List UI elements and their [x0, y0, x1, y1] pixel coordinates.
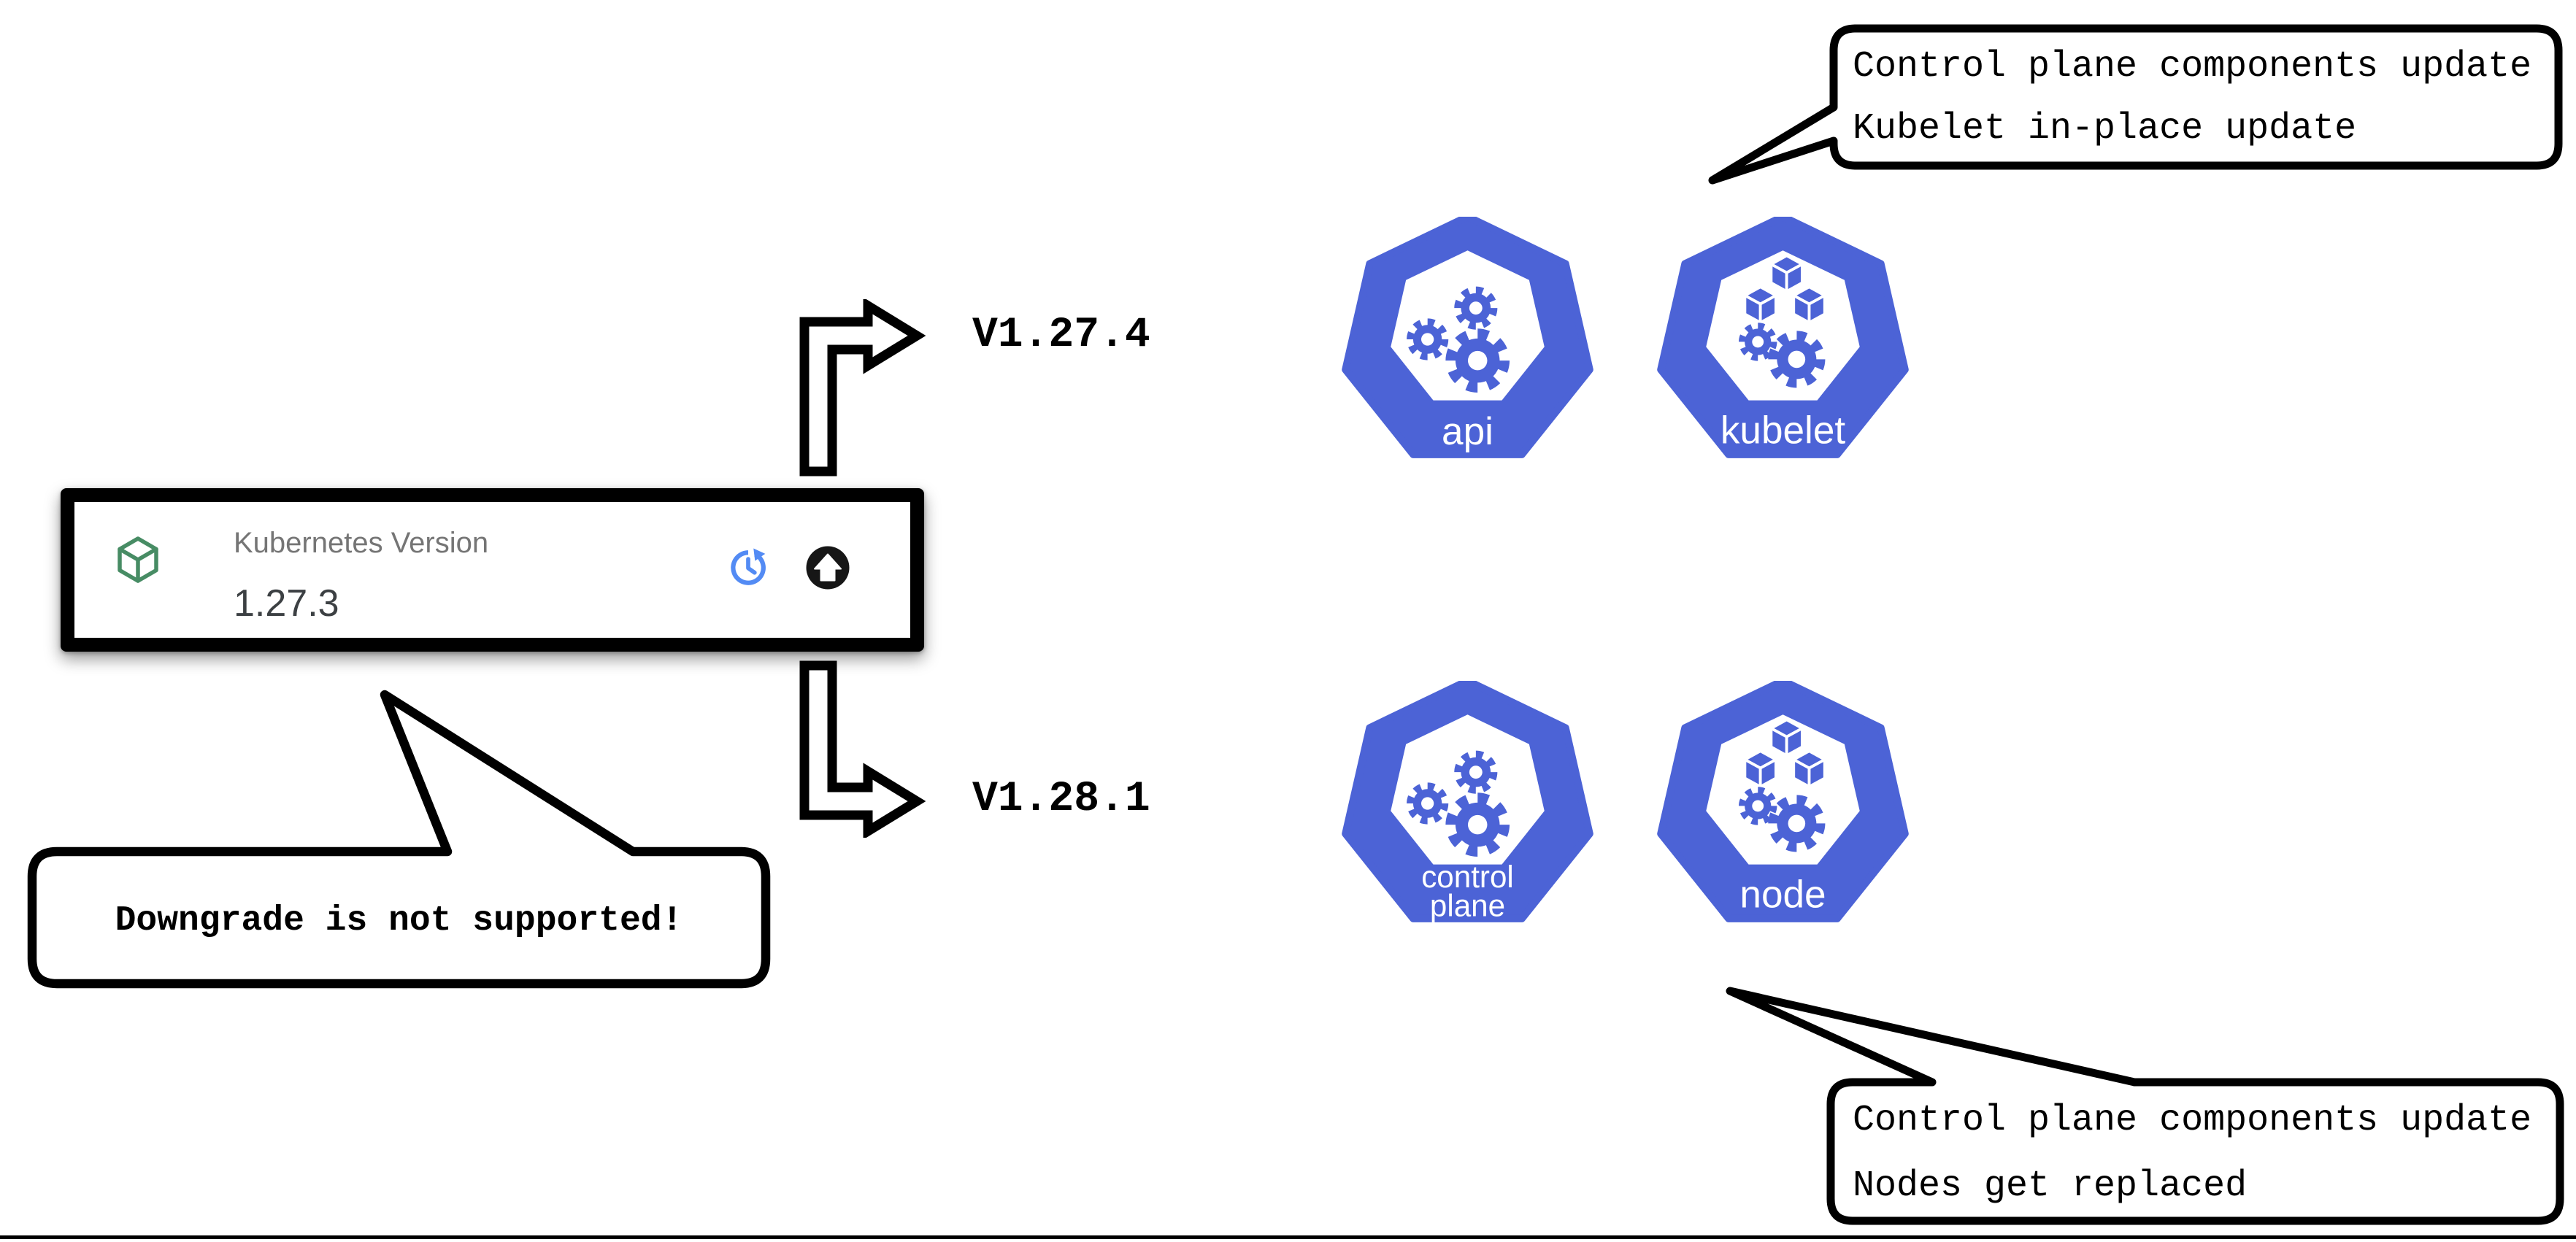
callout-bubble-inplace-update: [1708, 24, 2563, 185]
bottom-border-line: [0, 1235, 2576, 1239]
k8s-node-icon: node: [1657, 681, 1909, 926]
k8s-kubelet-icon: kubelet: [1657, 217, 1909, 462]
upgrade-available-icon[interactable]: [728, 547, 769, 588]
kubernetes-version-card: Kubernetes Version 1.27.3: [61, 488, 924, 652]
callout-bottom-line2: Nodes get replaced: [1853, 1165, 2248, 1207]
callout-bubble-nodes-replaced: [1726, 987, 2564, 1225]
version-card-value: 1.27.3: [234, 582, 339, 625]
control-plane-icon-label-line1: control: [1421, 860, 1514, 894]
version-card-label: Kubernetes Version: [234, 527, 489, 559]
patch-version-label: V1.27.4: [972, 312, 1150, 359]
node-icon-label: node: [1739, 873, 1826, 916]
downgrade-warning-text: Downgrade is not supported!: [115, 901, 683, 941]
callout-top-line1: Control plane components update: [1853, 46, 2532, 88]
k8s-control-plane-icon: control plane: [1342, 681, 1593, 922]
api-icon-label: api: [1442, 410, 1493, 453]
callout-bottom-line1: Control plane components update: [1853, 1100, 2532, 1141]
k8s-api-icon: api: [1342, 217, 1593, 462]
package-icon: [115, 536, 161, 585]
callout-top-line2: Kubelet in-place update: [1853, 108, 2357, 150]
arrow-to-minor-upgrade: [799, 660, 926, 838]
arrow-to-patch-upgrade: [799, 299, 926, 477]
minor-version-label: V1.28.1: [972, 776, 1150, 823]
control-plane-icon-label-line2: plane: [1430, 888, 1505, 922]
callout-bubble-downgrade: [27, 690, 771, 989]
kubelet-icon-label: kubelet: [1720, 409, 1846, 452]
upgrade-button[interactable]: [804, 544, 851, 591]
